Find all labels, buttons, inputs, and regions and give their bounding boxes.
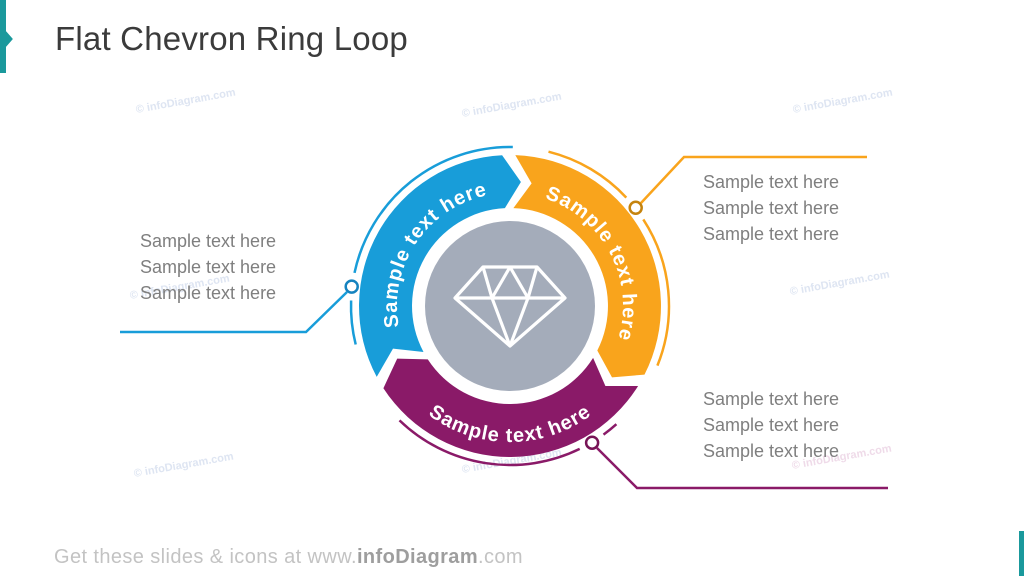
callout-bottom-right: Sample text here Sample text here Sample… — [703, 386, 839, 464]
footer-text: .com — [478, 546, 523, 568]
left-accent-chevron — [0, 0, 13, 73]
thin-arc-bottom-purple — [602, 423, 618, 436]
callout-line-bottom-purple — [596, 447, 888, 490]
center-circle — [425, 221, 595, 391]
thin-arc-bottom-purple — [398, 419, 581, 467]
callout-text-line: Sample text here — [140, 283, 277, 303]
callout-text-line: Sample text here — [703, 224, 840, 244]
callout-text-line: Sample text here — [140, 257, 277, 277]
ring-segment-top-right-orange — [513, 155, 661, 378]
diamond-icon — [453, 265, 567, 348]
callout-text-line: Sample text here — [703, 389, 840, 409]
callout-line-top-right-orange — [640, 155, 867, 204]
callout-text-line: Sample text here — [703, 441, 840, 461]
thin-arc-top-left-blue — [349, 300, 357, 345]
callout-text-line: Sample text here — [703, 172, 840, 192]
diamond-facet — [490, 297, 512, 347]
callout-text-line: Sample text here — [703, 415, 840, 435]
thin-arc-top-right-orange — [548, 150, 628, 199]
callout-text-line: Sample text here — [703, 198, 840, 218]
diamond-facet — [453, 265, 567, 348]
diamond-facet — [481, 266, 494, 299]
callout-left: Sample text here Sample text here Sample… — [140, 228, 276, 306]
callout-top-right: Sample text here Sample text here Sample… — [703, 169, 839, 247]
thin-arc-top-right-orange — [642, 218, 671, 367]
right-accent-bar — [1019, 531, 1024, 576]
diamond-facet — [526, 266, 539, 299]
ring-segment-top-left-blue — [359, 155, 521, 377]
diamond-facet — [508, 297, 530, 347]
diamond-facet — [490, 266, 512, 299]
accent-shape — [0, 0, 13, 73]
ring-segment-bottom-purple — [383, 357, 639, 457]
footer-credit: Get these slides & icons at www.infoDiag… — [54, 546, 523, 569]
connector-dot-top-right-orange — [628, 200, 643, 216]
callout-text-line: Sample text here — [140, 231, 277, 251]
connector-dot-bottom-purple — [584, 435, 600, 450]
thin-arc-top-left-blue — [353, 145, 513, 274]
footer-brand: infoDiagram — [356, 546, 479, 568]
page-title: Flat Chevron Ring Loop — [55, 20, 408, 57]
diamond-facet — [508, 266, 530, 299]
callout-line-top-left-blue — [120, 291, 348, 334]
footer-text: Get these slides & icons at www. — [54, 546, 357, 568]
connector-dot-top-left-blue — [344, 279, 359, 294]
